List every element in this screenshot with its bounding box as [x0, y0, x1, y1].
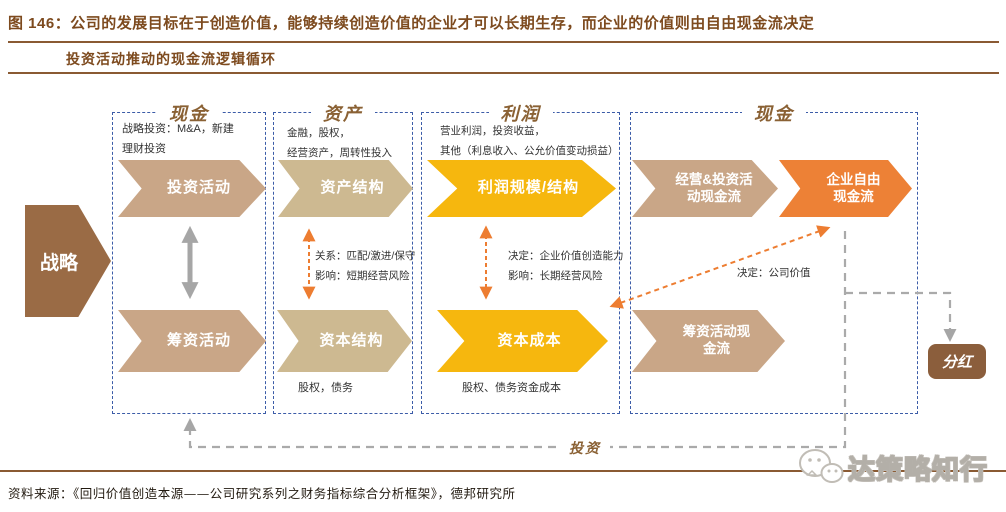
note-line: 其他（利息收入、公允价值变动损益）	[440, 145, 619, 157]
loop-line-left	[183, 418, 556, 449]
group-box-cash-1: 现金	[112, 100, 266, 414]
strategy-arrow: 战略	[25, 205, 111, 317]
note-col3-mid: 决定：企业价值创造能力 影响：长期经营风险	[508, 246, 624, 286]
watermark: 达策略知行	[798, 444, 998, 490]
figure-title: 图 146：公司的发展目标在于创造价值，能够持续创造价值的企业才可以长期生存，而…	[8, 15, 815, 32]
note-col2-bottom: 股权，债务	[298, 382, 353, 394]
arrow-label: 企业自由现金流	[826, 171, 881, 204]
note-col1-top: 战略投资：M&A，新建 理财投资	[122, 119, 234, 159]
note-col4-mid: 决定：公司价值	[737, 267, 811, 279]
arrow-label: 资本成本	[497, 331, 562, 349]
arrow-financing-activities: 筹资活动	[118, 310, 266, 372]
arrow-label: 筹资活动现金流	[682, 324, 751, 356]
arrow-label: 筹资活动	[166, 331, 231, 349]
note-line: 经营资产，周转性投入	[287, 147, 392, 159]
note-line: 影响：长期经营风险	[508, 270, 603, 282]
arrow-profit-scale-structure: 利润规模/结构	[427, 160, 616, 217]
arrow-capital-cost: 资本成本	[437, 310, 608, 372]
arrow-label: 资本结构	[319, 331, 384, 349]
note-line: 金融，股权，	[287, 127, 350, 139]
arrow-free-cashflow: 企业自由现金流	[779, 160, 912, 217]
investment-loop-label: 投资	[563, 438, 607, 458]
watermark-text: 达策略知行	[847, 454, 988, 485]
dividend-label: 分红	[941, 355, 972, 371]
note-line: 决定：企业价值创造能力	[508, 250, 624, 262]
arrow-investing-activities: 投资活动	[118, 160, 266, 217]
group-header-cash-1: 现金	[157, 100, 221, 126]
note-col3-bottom: 股权、债务资金成本	[462, 382, 561, 394]
note-line: 影响：短期经营风险	[315, 270, 410, 282]
wechat-icon	[799, 449, 844, 483]
strategy-label: 战略	[39, 252, 78, 274]
note-line: 战略投资：M&A，新建	[122, 123, 234, 135]
note-line: 关系：匹配/激进/保守	[315, 250, 416, 262]
group-header-profit: 利润	[488, 100, 553, 126]
divider-line-subtitle	[8, 72, 999, 74]
arrow-financing-cashflow: 筹资活动现金流	[632, 310, 785, 372]
arrow-label: 资产结构	[320, 179, 385, 197]
group-header-assets: 资产	[311, 100, 375, 126]
arrow-label: 经营&投资活动现金流	[675, 171, 753, 204]
note-col3-top: 营业利润，投资收益， 其他（利息收入、公允价值变动损益）	[440, 121, 619, 161]
arrow-label: 投资活动	[166, 179, 231, 197]
arrow-operating-investing-cashflow: 经营&投资活动现金流	[632, 160, 778, 217]
divider-line-top	[8, 41, 999, 43]
note-col2-top: 金融，股权， 经营资产，周转性投入	[287, 123, 392, 163]
dividend-box: 分红	[928, 344, 986, 379]
divider-line-bottom	[0, 470, 1006, 472]
group-box-assets: 资产	[273, 100, 413, 414]
source-note: 资料来源：《回归价值创造本源——公司研究系列之财务指标综合分析框架》，德邦研究所	[8, 486, 516, 501]
note-line: 营业利润，投资收益，	[440, 125, 545, 137]
note-col2-mid: 关系：匹配/激进/保守 影响：短期经营风险	[315, 246, 415, 286]
arrow-asset-structure: 资产结构	[278, 160, 413, 217]
group-header-cash-2: 现金	[742, 100, 806, 126]
note-line: 理财投资	[122, 143, 166, 155]
figure-subtitle: 投资活动推动的现金流逻辑循环	[66, 51, 276, 67]
arrow-capital-structure: 资本结构	[277, 310, 412, 372]
arrow-label: 利润规模/结构	[477, 179, 580, 197]
